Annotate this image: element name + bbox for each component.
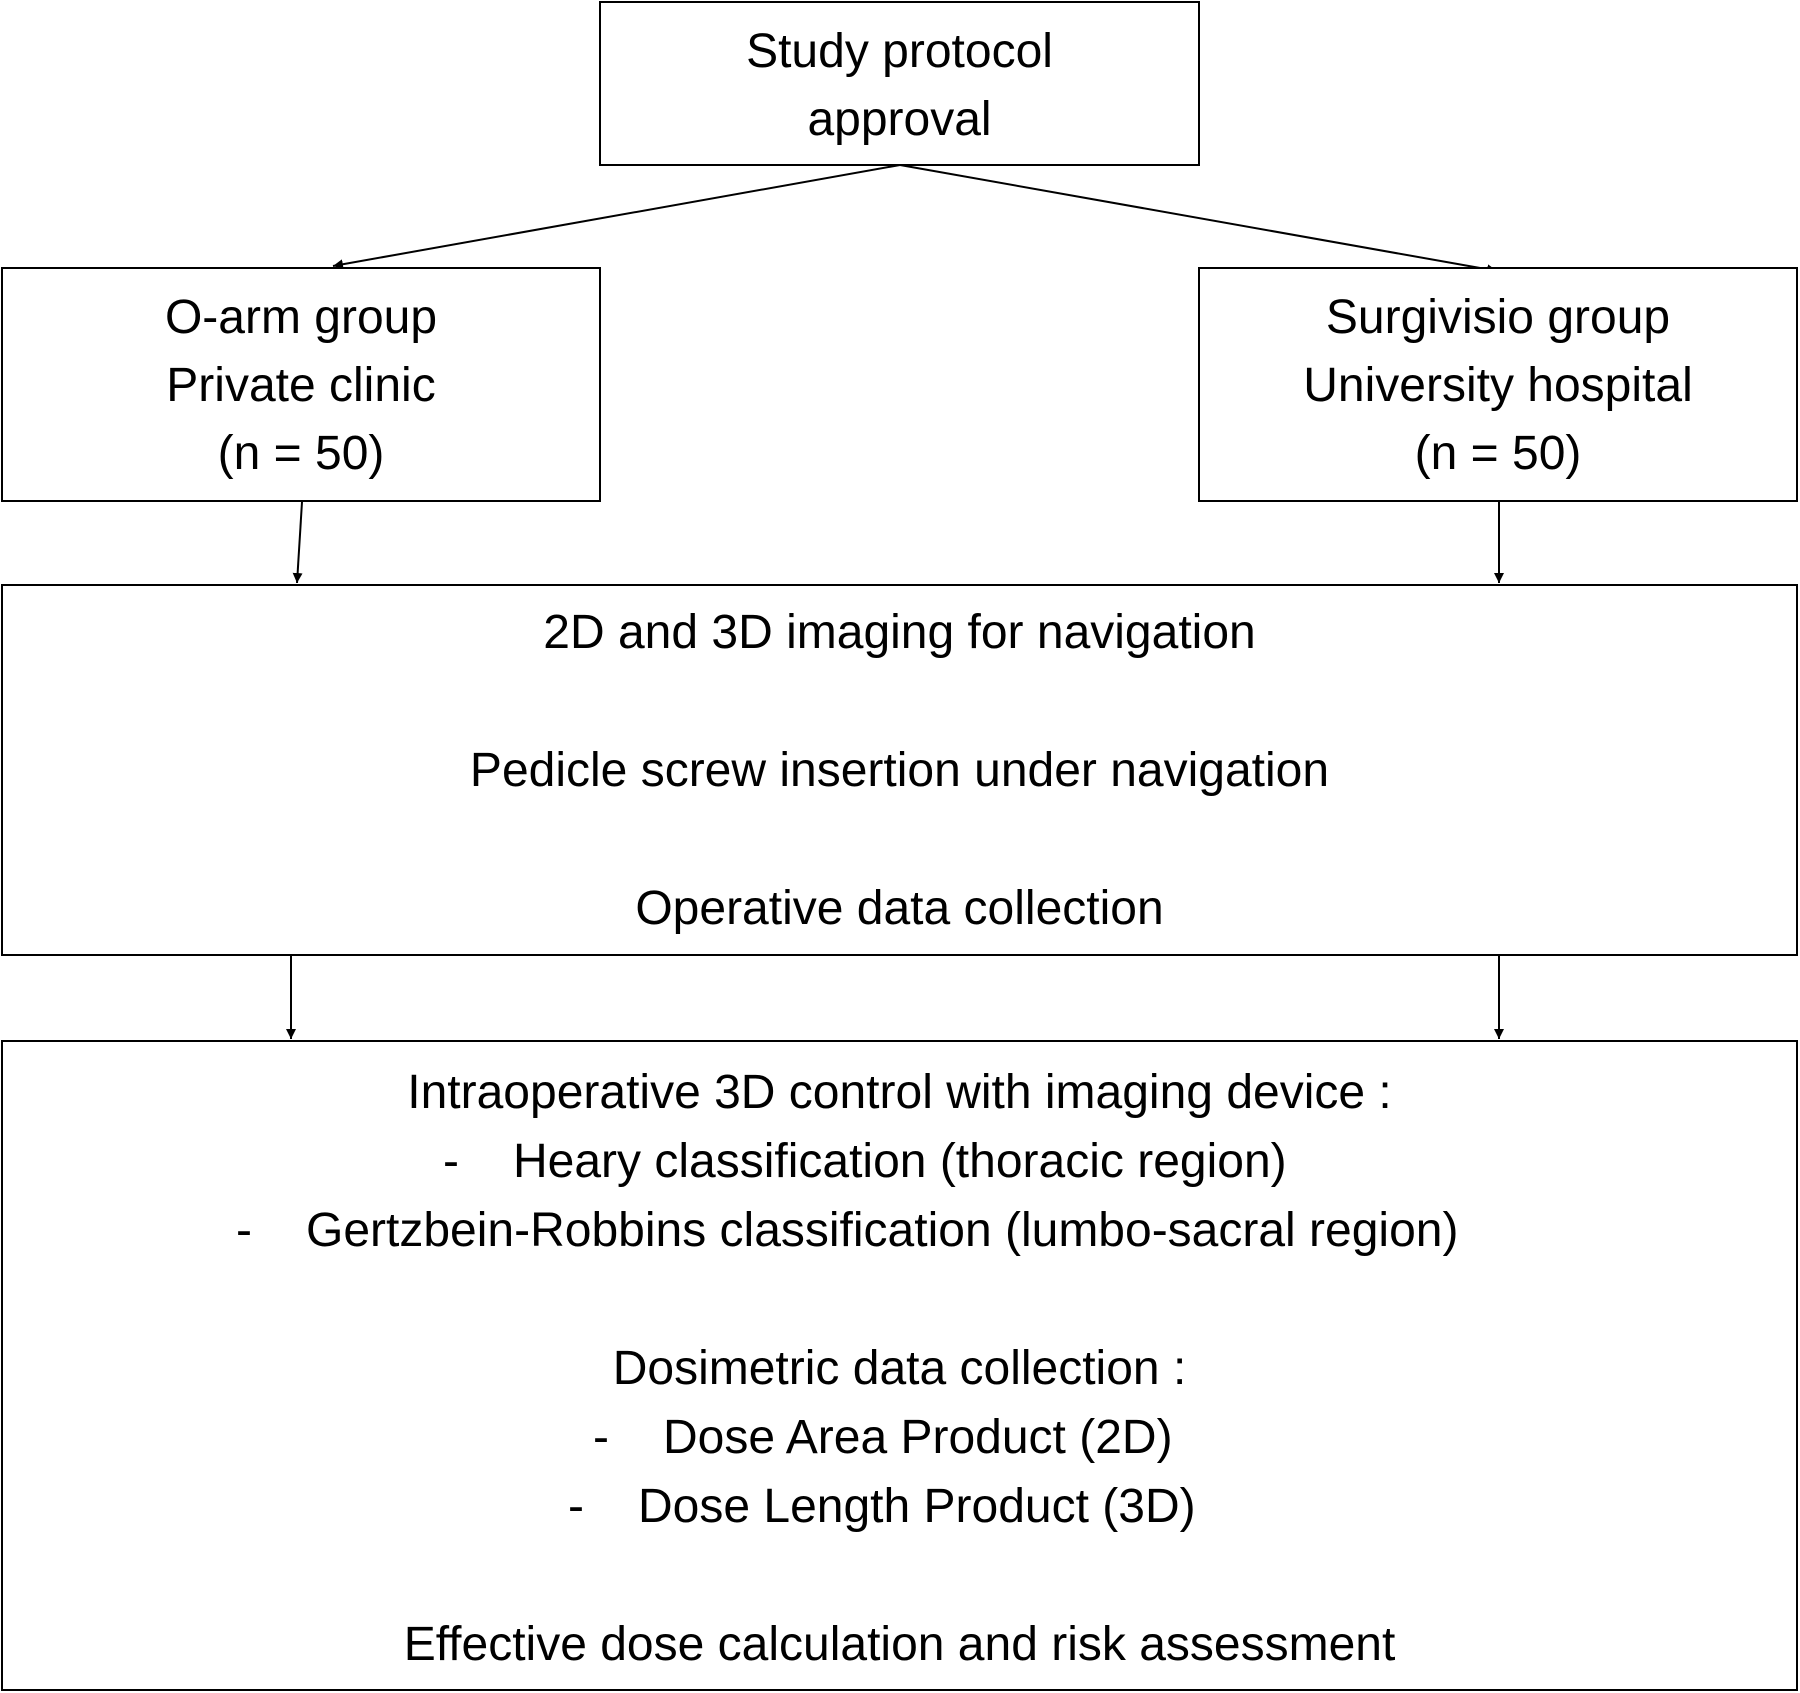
bullet-dash: - <box>236 1204 252 1257</box>
o-arm-group-count: (n = 50) <box>217 427 385 480</box>
arrow-left-to-middle <box>292 501 303 584</box>
surgivisio-group-site: University hospital <box>1303 359 1693 412</box>
heary-bullet: - Heary classification (thoracic region) <box>443 1128 1287 1196</box>
study-protocol-line2: approval <box>807 93 992 146</box>
surgivisio-group-count: (n = 50) <box>1414 427 1582 480</box>
study-protocol-box: Study protocol approval <box>599 1 1200 166</box>
outcome-assessment-box: Intraoperative 3D control with imaging d… <box>1 1040 1798 1691</box>
study-protocol-line1: Study protocol <box>746 25 1053 78</box>
arrow-top-to-left <box>332 164 901 270</box>
operative-data-text: Operative data collection <box>635 882 1164 935</box>
bullet-dash: - <box>568 1480 584 1533</box>
dosimetric-heading: Dosimetric data collection : <box>612 1342 1187 1395</box>
bullet-dash: - <box>593 1411 609 1464</box>
surgivisio-group-title: Surgivisio group <box>1325 291 1671 344</box>
arrow-top-to-right <box>899 164 1498 275</box>
intraoperative-control-heading: Intraoperative 3D control with imaging d… <box>407 1066 1392 1119</box>
gertzbein-classification-text: Gertzbein-Robbins classification (lumbo-… <box>306 1204 1459 1257</box>
bullet-dash: - <box>443 1135 459 1188</box>
dlp-bullet: - Dose Length Product (3D) <box>568 1473 1196 1541</box>
dap-bullet: - Dose Area Product (2D) <box>593 1404 1173 1472</box>
o-arm-group-title: O-arm group <box>164 291 438 344</box>
surgivisio-group-box: Surgivisio group University hospital (n … <box>1198 267 1798 502</box>
pedicle-screw-text: Pedicle screw insertion under navigation <box>469 744 1330 797</box>
heary-classification-text: Heary classification (thoracic region) <box>513 1135 1287 1188</box>
o-arm-group-site: Private clinic <box>166 359 436 412</box>
effective-dose-text: Effective dose calculation and risk asse… <box>403 1618 1396 1671</box>
dose-area-product-text: Dose Area Product (2D) <box>663 1411 1173 1464</box>
gertzbein-bullet: - Gertzbein-Robbins classification (lumbo… <box>236 1197 1458 1265</box>
o-arm-group-box: O-arm group Private clinic (n = 50) <box>1 267 601 502</box>
dose-length-product-text: Dose Length Product (3D) <box>638 1480 1196 1533</box>
imaging-navigation-text: 2D and 3D imaging for navigation <box>543 606 1256 659</box>
navigation-procedure-box: 2D and 3D imaging for navigation Pedicle… <box>1 584 1798 956</box>
